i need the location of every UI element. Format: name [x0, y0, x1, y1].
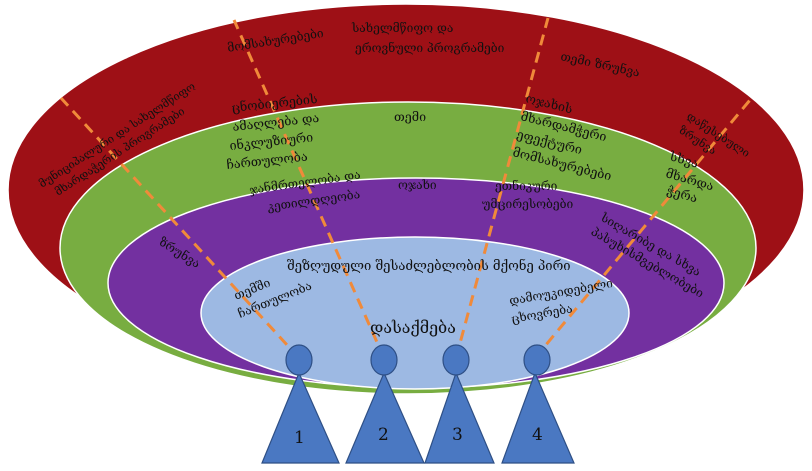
figure-4-head — [523, 344, 551, 376]
figure-1-number: 1 — [294, 428, 305, 448]
figure-2-number: 2 — [378, 425, 389, 445]
dashed-line-4 — [533, 99, 752, 359]
purple-label-ethnic-1: ეთნიკური — [495, 178, 558, 193]
figure-2: 2 — [345, 344, 425, 464]
dashed-line-3 — [454, 17, 550, 359]
outer-label-state-1: სახელმწიფო და — [351, 21, 453, 35]
center-title: შეზღუდული შესაძლებლობის მქონე პირი — [287, 258, 571, 274]
dashed-lines — [59, 17, 752, 360]
figure-4-number: 4 — [532, 425, 543, 445]
figure-1-head — [285, 344, 313, 376]
dashed-line-2 — [232, 19, 386, 359]
figure-4-body — [501, 371, 575, 464]
purple-label-family: ოჯახი — [398, 178, 437, 192]
outer-label-state-2: ეროვნული პროგრამები — [355, 40, 505, 55]
figure-3-body — [424, 371, 495, 464]
figure-2-head — [370, 344, 398, 376]
green-label-community: თემი — [394, 109, 426, 124]
figure-4: 4 — [501, 344, 575, 464]
figure-2-body — [345, 371, 425, 464]
figure-3-number: 3 — [452, 425, 463, 445]
figures: 1 2 3 4 — [261, 344, 575, 464]
figure-1-body — [261, 371, 340, 464]
purple-label-ethnic-2: უმცირესობები — [482, 197, 573, 211]
figure-3: 3 — [424, 344, 495, 464]
center-label-employment: დასაქმება — [370, 318, 456, 337]
figure-1: 1 — [261, 344, 340, 464]
figure-3-head — [442, 344, 470, 376]
dashed-line-1 — [59, 96, 301, 360]
